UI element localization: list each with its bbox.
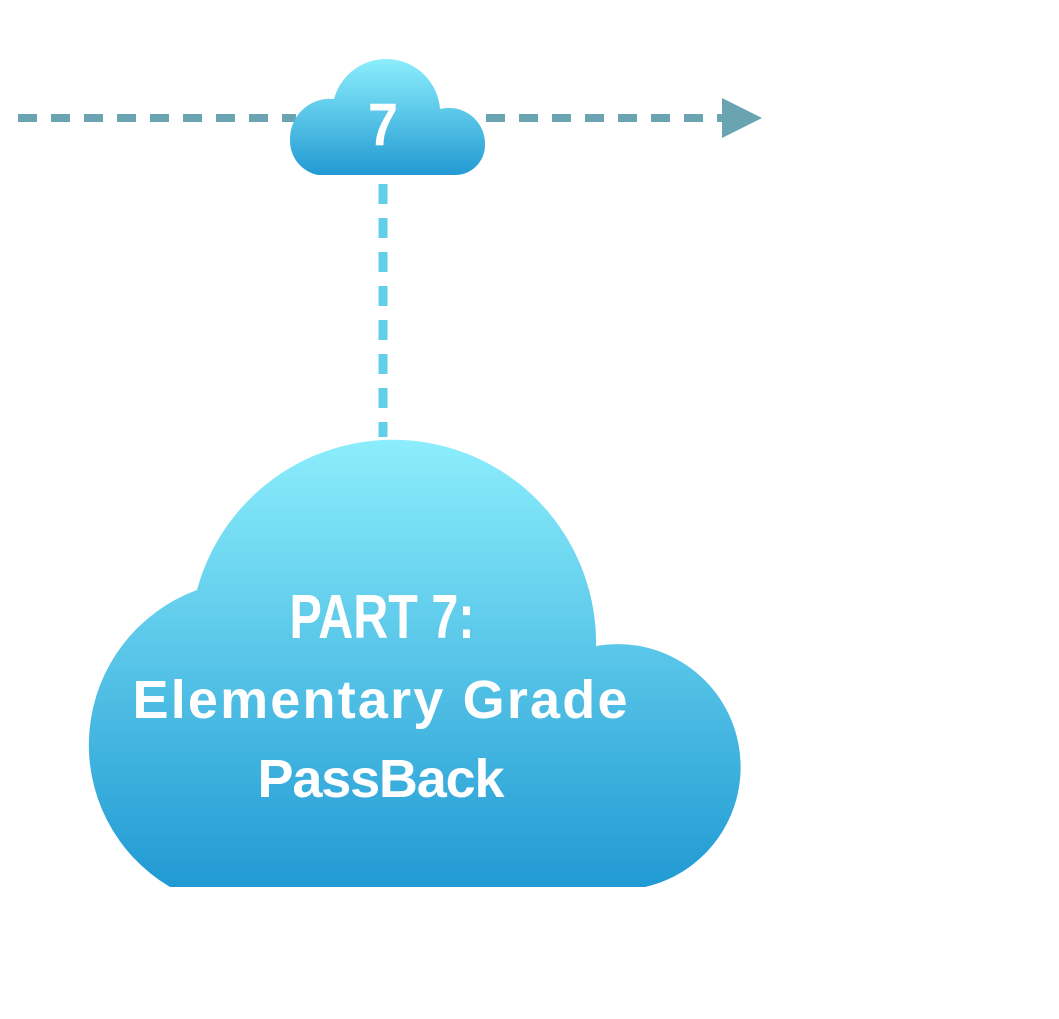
part-title: PART 7: — [290, 583, 475, 652]
part-cloud-icon — [88, 439, 741, 887]
part-subtitle-line1: Elementary Grade — [133, 670, 628, 730]
step-cloud-icon — [289, 59, 486, 176]
step-cloud: 7 — [289, 59, 486, 176]
arrow-right-icon — [722, 98, 762, 138]
part-cloud: PART 7: Elementary Grade PassBack — [88, 439, 741, 887]
step-number: 7 — [368, 91, 398, 158]
part-subtitle-line2: PassBack — [258, 749, 506, 809]
